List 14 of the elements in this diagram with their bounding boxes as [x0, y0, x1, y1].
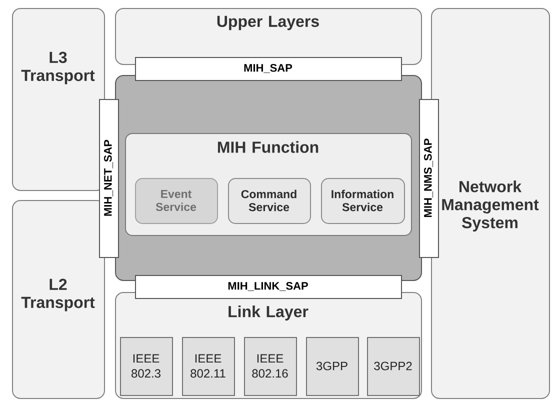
sap-strip: MIH_NMS_SAP: [419, 99, 439, 258]
service-box: Information Service: [321, 178, 405, 224]
sap-strip: MIH_LINK_SAP: [135, 275, 402, 299]
standard-box: IEEE 802.16: [244, 337, 297, 396]
layer-box: L2 Transport: [12, 200, 105, 399]
standard-box: IEEE 802.11: [182, 337, 235, 396]
sap-strip: MIH_SAP: [135, 57, 402, 81]
service-box: Command Service: [228, 178, 311, 224]
standard-box: IEEE 802.3: [120, 337, 173, 396]
standard-box: 3GPP2: [367, 337, 420, 396]
standard-box: 3GPP: [306, 337, 359, 396]
sap-strip: MIH_NET_SAP: [99, 99, 119, 258]
layer-box: L3 Transport: [12, 8, 105, 191]
service-box: Event Service: [135, 178, 218, 224]
